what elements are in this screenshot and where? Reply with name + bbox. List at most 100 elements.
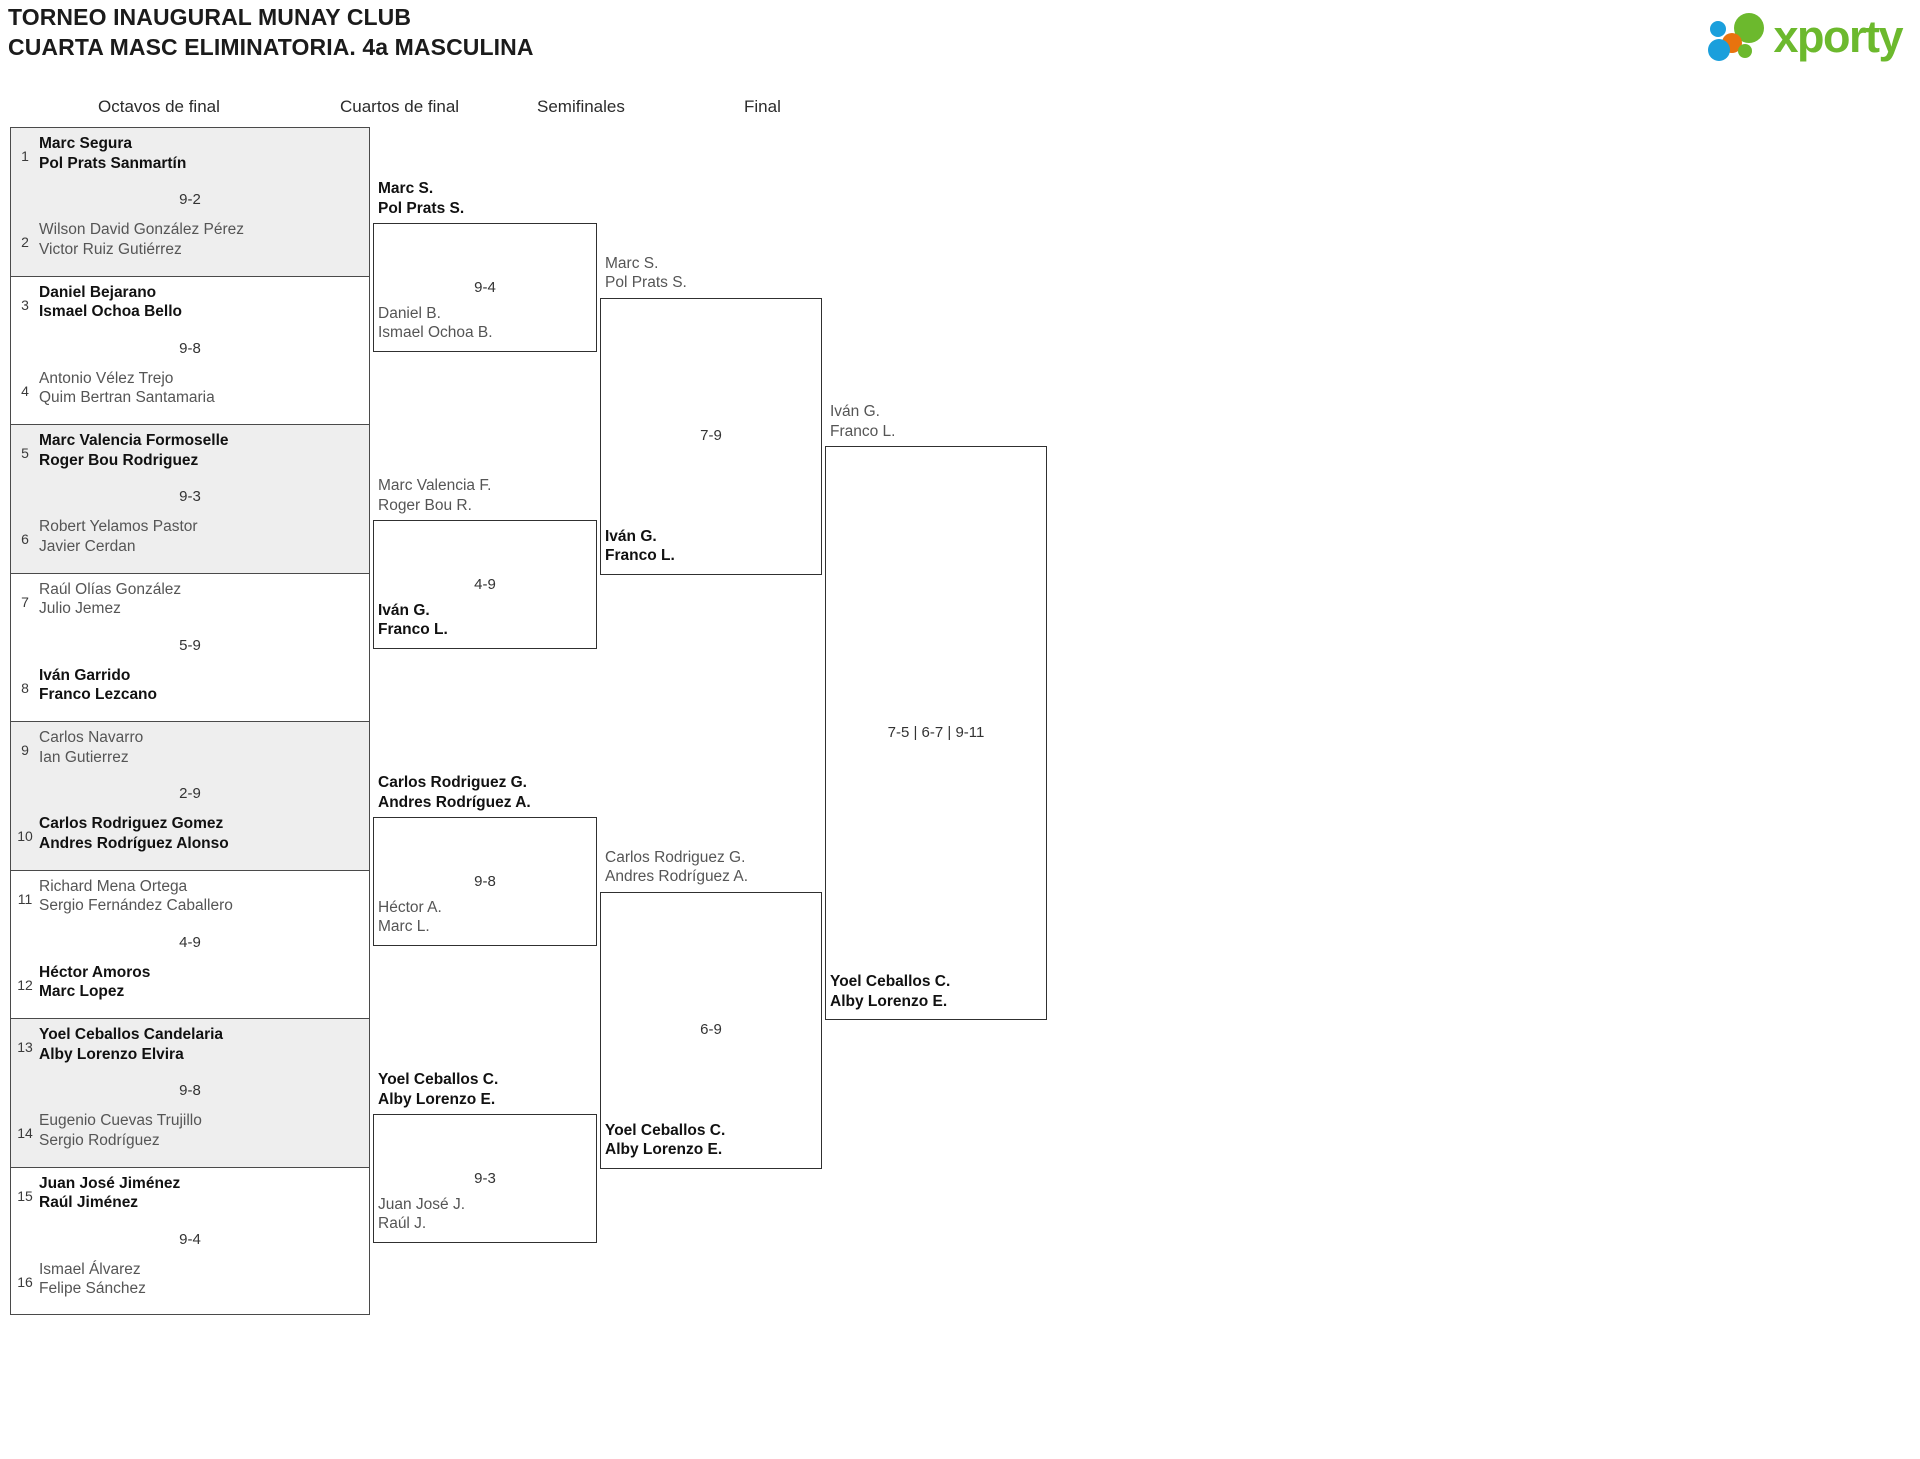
seed-number: 2: [21, 234, 29, 250]
player-name: Andres Rodríguez A.: [605, 868, 749, 885]
round2-match-box[interactable]: [373, 817, 597, 946]
round2-bottom-team: Daniel B. Ismael Ochoa B.: [378, 304, 493, 343]
player-name: Carlos Navarro: [39, 729, 144, 746]
round-header-2: Cuartos de final: [340, 97, 460, 116]
player-name: Alby Lorenzo E.: [830, 992, 948, 1010]
player-name: Raúl Jiménez: [39, 1194, 139, 1211]
player-name: Roger Bou Rodriguez: [39, 451, 199, 469]
player-name: Wilson David González Pérez: [39, 221, 245, 238]
player-name: Juan José J.: [378, 1195, 466, 1213]
player-name: Roger Bou R.: [378, 496, 472, 514]
player-name: Raúl Olías González: [39, 580, 182, 598]
player-name: Sergio Fernández Caballero: [39, 897, 233, 914]
player-name: Ismael Ochoa B.: [378, 324, 493, 342]
round2-top-team: Yoel Ceballos C.Alby Lorenzo E.: [378, 1070, 498, 1109]
round4-match-box[interactable]: [825, 446, 1047, 1020]
player-name: Pol Prats Sanmartín: [39, 154, 187, 172]
player-name: Richard Mena Ortega: [39, 877, 188, 895]
player-name: Felipe Sánchez: [39, 1280, 146, 1297]
xporty-dots-icon: [1708, 13, 1765, 61]
player-name: Franco L.: [830, 422, 896, 440]
match-score: 9-8: [179, 339, 201, 357]
player-name: Juan José Jiménez: [39, 1174, 181, 1192]
player-name: Iván Garrido: [39, 666, 131, 684]
player-name: Franco L.: [378, 621, 448, 639]
round2-match-box[interactable]: [373, 223, 597, 352]
player-name: Marc S.: [378, 180, 434, 198]
round2-score: 9-3: [474, 1169, 496, 1187]
player-name: Marc Valencia Formoselle: [39, 432, 229, 449]
player-name: Héctor Amoros: [39, 963, 151, 981]
player-name: Carlos Rodriguez Gomez: [39, 815, 224, 832]
player-name: Andres Rodríguez A.: [378, 793, 531, 811]
player-name: Eugenio Cuevas Trujillo: [39, 1112, 202, 1129]
seed-number: 11: [17, 890, 33, 907]
round2-bottom-team: Héctor A.Marc L.: [378, 898, 442, 937]
player-name: Daniel B.: [378, 304, 441, 322]
round-header-3: Semifinales: [537, 97, 625, 116]
round3-match-box[interactable]: [600, 891, 822, 1169]
player-name: Marc Lopez: [39, 983, 125, 1000]
player-name: Ian Gutierrez: [39, 748, 129, 766]
logo-wordmark: xporty: [1773, 10, 1903, 62]
page-title: TORNEO INAUGURAL MUNAY CLUB CUARTA MASC …: [8, 2, 534, 62]
seed-number: 15: [17, 1187, 33, 1204]
round2-score: 9-4: [474, 278, 496, 296]
player-name: Yoel Ceballos Candelaria: [39, 1026, 224, 1043]
round3-top-team: Carlos Rodriguez G.Andres Rodríguez A.: [605, 848, 748, 887]
round3-match-box[interactable]: [600, 297, 822, 575]
match-score: 9-8: [179, 1082, 201, 1099]
seed-number: 9: [21, 742, 29, 758]
round3-bottom-team: Iván G.Franco L.: [605, 527, 675, 566]
seed-number: 8: [21, 679, 29, 696]
player-name: Iván G.: [830, 403, 880, 420]
player-name: Alby Lorenzo Elvira: [39, 1045, 184, 1063]
round4-score: 7-5 | 6-7 | 9-11: [887, 724, 985, 741]
player-name: Pol Prats S.: [378, 199, 465, 217]
round2-bottom-team: Iván G.Franco L.: [378, 601, 448, 640]
player-name: Pol Prats S.: [605, 274, 687, 291]
round2-score: 9-8: [474, 872, 496, 890]
round4-top-team: Iván G. Franco L.: [830, 402, 895, 441]
round2-match-box[interactable]: [373, 520, 597, 649]
round2-match-box[interactable]: [373, 1114, 597, 1243]
player-name: Robert Yelamos Pastor: [39, 518, 198, 535]
player-name: Alby Lorenzo E.: [605, 1141, 723, 1158]
seed-number: 5: [21, 445, 29, 461]
player-name: Andres Rodríguez Alonso: [39, 834, 229, 852]
player-name: Sergio Rodríguez: [39, 1131, 160, 1149]
player-name: Franco L.: [605, 547, 675, 564]
round4-bottom-team: Yoel Ceballos C.Alby Lorenzo E.: [830, 972, 950, 1011]
